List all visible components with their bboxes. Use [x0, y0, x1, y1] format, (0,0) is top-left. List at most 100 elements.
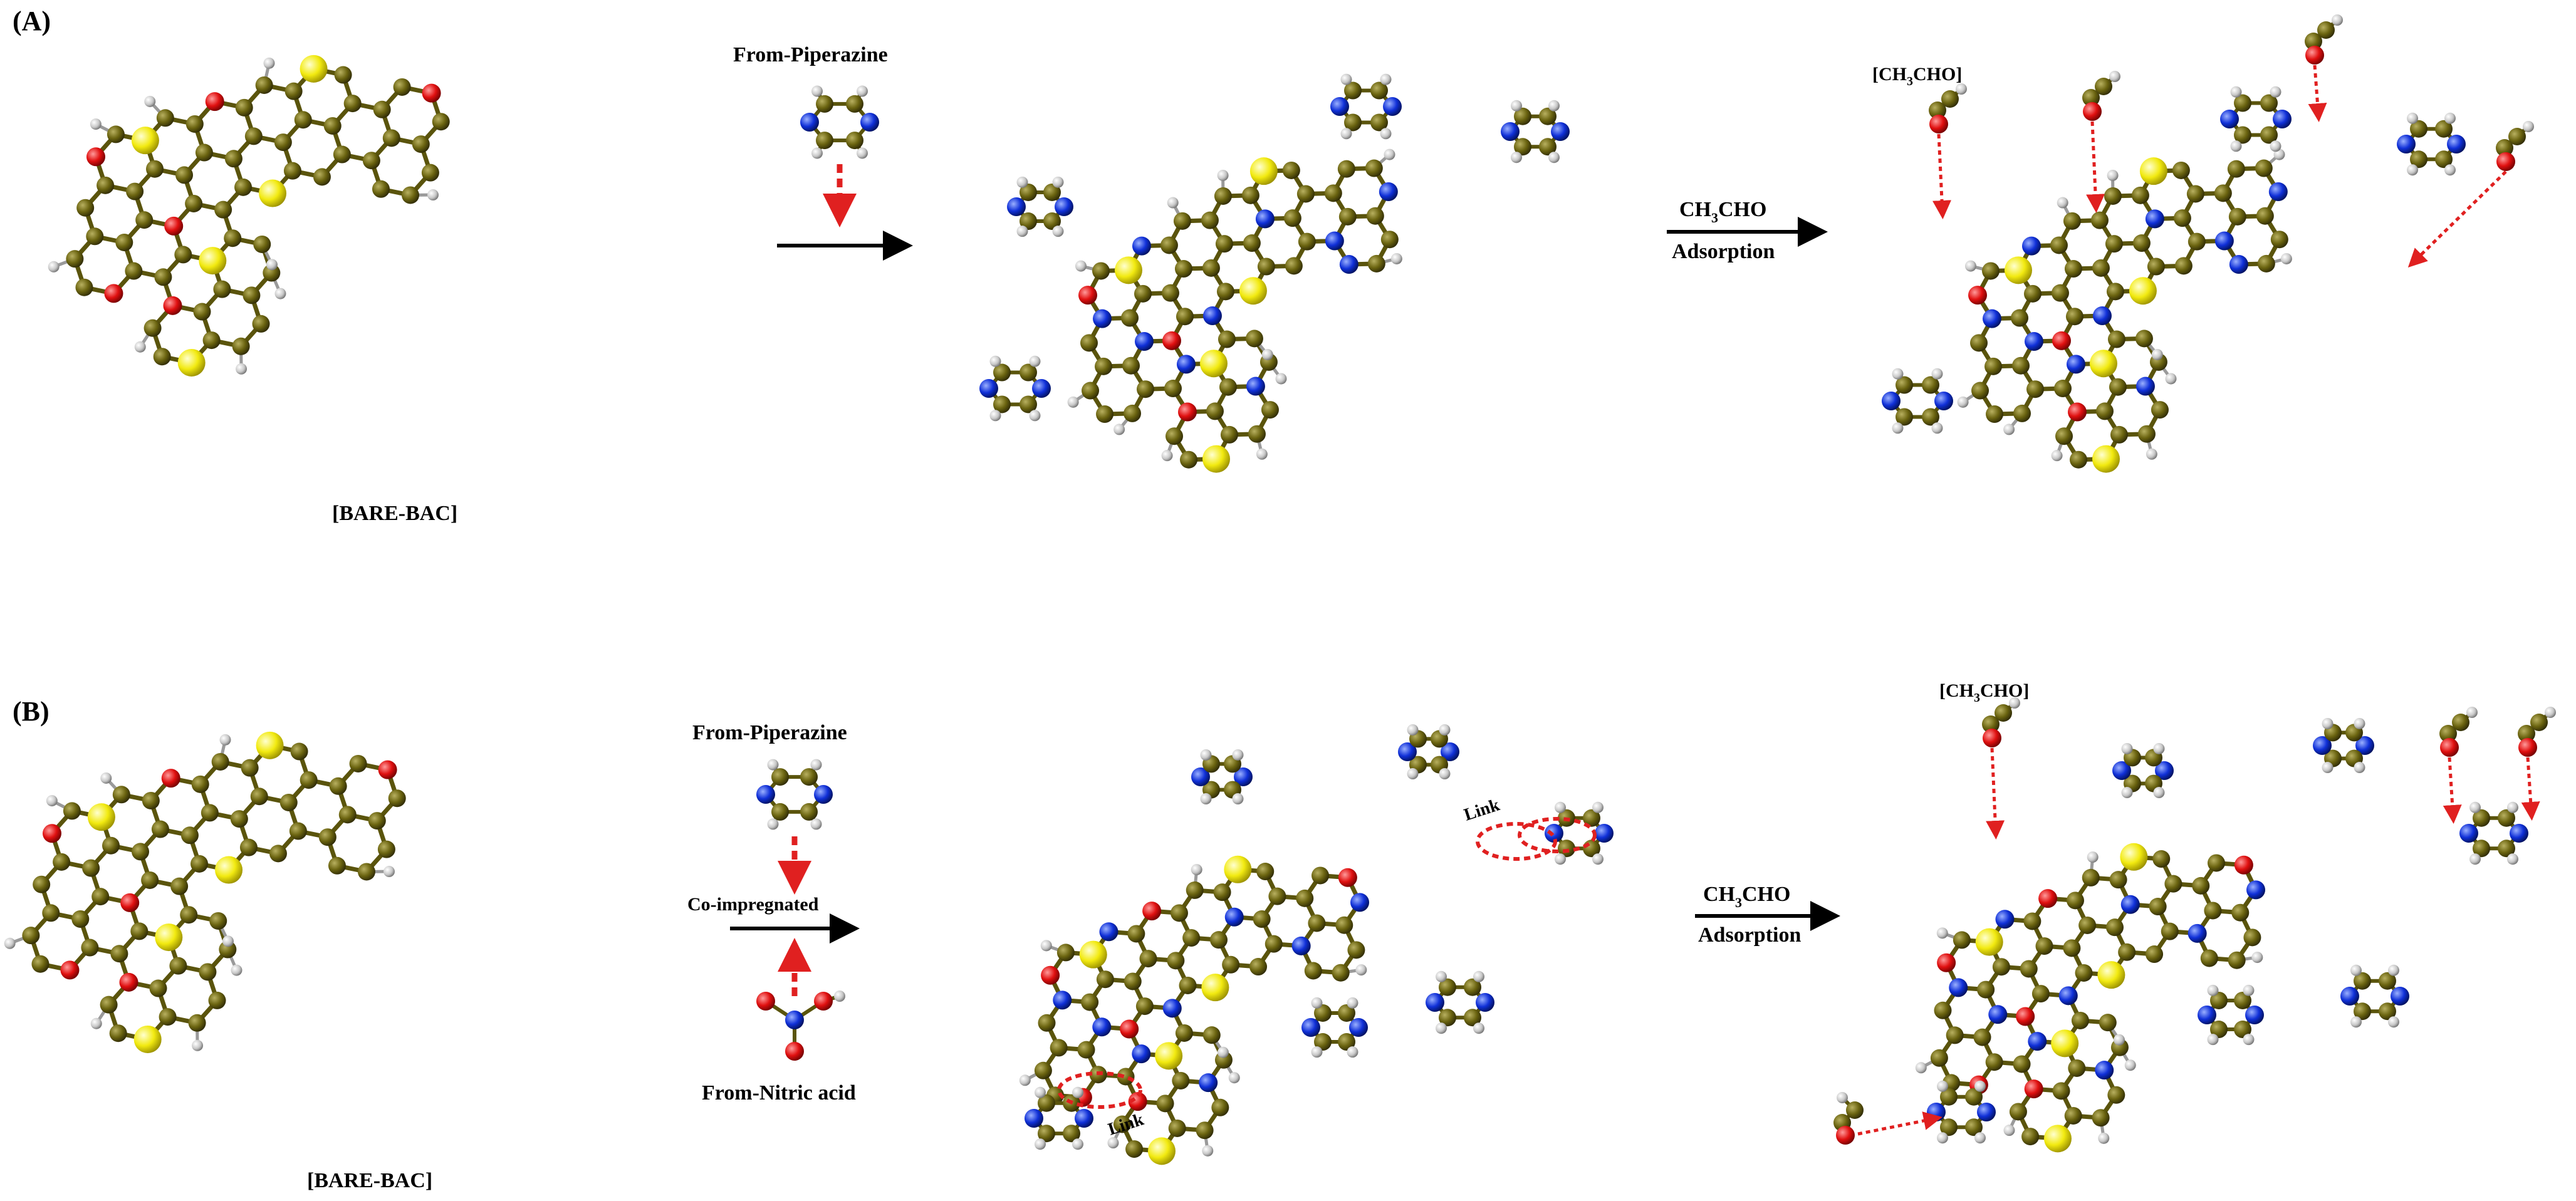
hydrogen-atom	[1217, 169, 1229, 181]
carbon-atom	[1338, 1033, 1355, 1051]
carbon-atom	[191, 775, 209, 793]
carbon-atom	[1314, 1033, 1332, 1051]
nitrogen-atom	[1501, 122, 1520, 141]
carbon-atom	[2498, 840, 2515, 858]
hydrogen-atom	[2009, 697, 2020, 709]
carbon-atom	[1222, 955, 1240, 974]
carbon-atom	[2260, 126, 2278, 144]
carbon-atom	[1337, 160, 1355, 178]
nitrogen-atom	[1025, 1109, 1043, 1128]
sulfur-atom	[1202, 445, 1230, 473]
nitrogen-atom	[1379, 182, 1398, 202]
hydrogen-atom	[1113, 424, 1125, 435]
hydrogen-atom	[1892, 368, 1904, 380]
nitrogen-atom	[800, 113, 819, 132]
nitrogen-atom	[1882, 392, 1901, 410]
nitrogen-atom	[2198, 1006, 2216, 1024]
panel-a: (A) [BARE-BAC] From-Piperazine CH3CHO Ad…	[13, 6, 2534, 525]
sulfur-atom	[177, 348, 206, 377]
carbon-atom	[2151, 401, 2169, 419]
hydrogen-atom	[2124, 1059, 2136, 1071]
carbon-atom	[1984, 357, 2003, 375]
carbon-atom	[159, 1008, 177, 1026]
nitrogen-atom	[1349, 1018, 1368, 1037]
carbon-atom	[126, 182, 144, 200]
carbon-atom	[333, 145, 351, 164]
nitrogen-atom	[2112, 761, 2131, 780]
carbon-atom	[214, 200, 232, 219]
nitrogen-atom	[1595, 824, 1614, 843]
bare-bac-label-b: [BARE-BAC]	[307, 1169, 432, 1192]
carbon-atom	[230, 810, 248, 828]
nitrogen-atom	[1162, 999, 1182, 1018]
nitrogen-atom	[1053, 990, 1072, 1010]
carbon-atom	[2064, 260, 2082, 278]
sulfur-atom	[1147, 1137, 1176, 1165]
carbon-atom	[2354, 972, 2371, 990]
carbon-atom	[188, 1014, 206, 1032]
carbon-atom	[1173, 212, 1191, 230]
carbon-atom	[1201, 211, 1219, 229]
oxygen-atom	[2052, 331, 2071, 350]
carbon-atom	[2270, 231, 2288, 249]
hydrogen-atom	[2354, 762, 2365, 774]
sulfur-atom	[300, 55, 328, 83]
hydrogen-atom	[1407, 724, 1419, 736]
carbon-atom	[96, 176, 115, 194]
nitrogen-atom	[1202, 306, 1222, 326]
bond-layer	[1962, 153, 2287, 462]
hydrogen-atom	[834, 990, 845, 1002]
nitrogen-atom	[1301, 1018, 1320, 1037]
carbon-atom	[109, 1024, 127, 1042]
carbon-atom	[1096, 970, 1114, 989]
carbon-atom	[208, 991, 226, 1009]
carbon-atom	[2066, 892, 2084, 910]
hydrogen-atom	[2098, 1132, 2110, 1144]
hydrogen-atom	[1161, 450, 1173, 462]
carbon-atom	[334, 66, 352, 84]
hydrogen-atom	[2466, 707, 2478, 718]
oxygen-atom	[2067, 402, 2087, 422]
nitrogen-atom	[1032, 379, 1051, 398]
carbon-atom	[112, 786, 130, 804]
hydrogen-atom	[1473, 1022, 1484, 1034]
hydrogen-atom	[90, 1017, 102, 1029]
oxygen-atom	[2038, 889, 2058, 908]
carbon-atom	[1243, 234, 1261, 252]
oxygen-atom	[1338, 868, 1357, 887]
hydrogen-atom	[1511, 100, 1522, 112]
co-impregnated-bac-molecule	[1019, 724, 1614, 1165]
carbon-atom	[2023, 284, 2042, 303]
carbon-atom	[1464, 978, 1481, 996]
carbon-atom	[250, 788, 268, 806]
carbon-atom	[2410, 150, 2427, 169]
carbon-atom	[2052, 1082, 2070, 1100]
carbon-atom	[1539, 107, 1557, 125]
carbon-atom	[1063, 1125, 1080, 1143]
hydrogen-atom	[2121, 787, 2133, 799]
hydrogen-atom	[1016, 176, 1028, 188]
carbon-atom	[1986, 405, 2004, 424]
oxygen-atom	[785, 1042, 804, 1061]
sulfur-atom	[215, 856, 243, 884]
carbon-atom	[1982, 715, 2000, 733]
carbon-atom	[1370, 81, 1388, 100]
sulfur-atom	[155, 923, 183, 952]
carbon-atom	[1296, 185, 1315, 203]
carbon-atom	[2174, 257, 2193, 275]
hydrogen-atom	[2322, 717, 2334, 729]
carbon-atom	[1019, 212, 1037, 231]
carbon-atom	[1113, 1115, 1131, 1133]
carbon-atom	[1439, 1009, 1456, 1027]
carbon-atom	[142, 791, 160, 809]
atom-layer	[1915, 843, 2266, 1153]
carbon-atom	[2243, 928, 2261, 947]
carbon-atom	[313, 168, 331, 186]
carbon-atom	[2082, 89, 2100, 107]
hydrogen-atom	[1931, 368, 1943, 380]
sulfur-atom	[1079, 940, 1107, 969]
carbon-atom	[1124, 972, 1142, 990]
carbon-atom	[1211, 1098, 1229, 1116]
oxygen-atom	[1120, 1019, 1139, 1039]
oxygen-atom	[1929, 115, 1948, 133]
